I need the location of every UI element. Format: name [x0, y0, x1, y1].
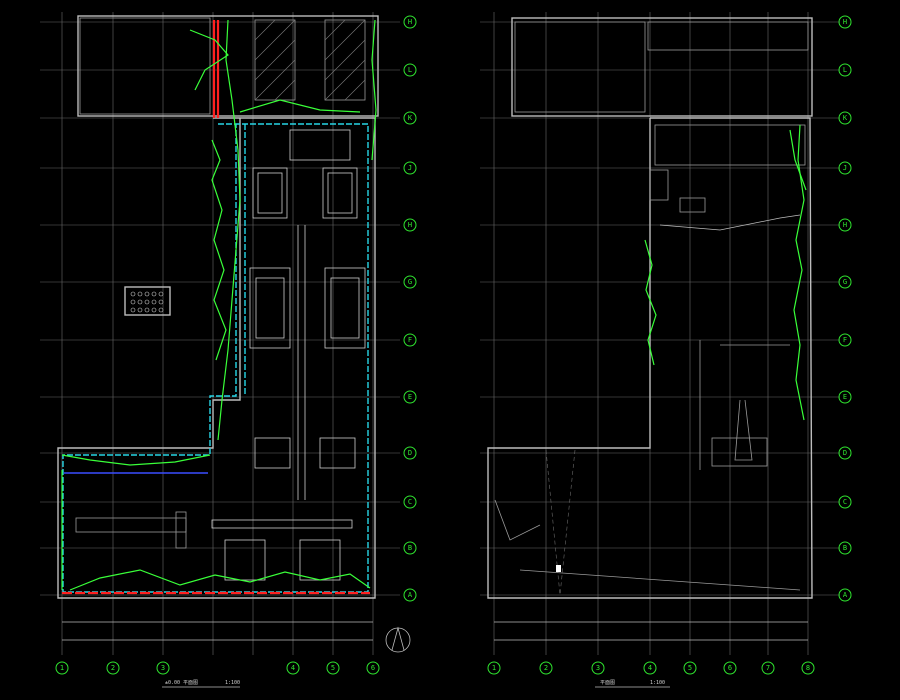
- svg-text:D: D: [843, 449, 847, 457]
- svg-text:J: J: [843, 164, 847, 172]
- left-row-bubble-2: L: [403, 63, 417, 77]
- right-grid-vertical: [493, 12, 809, 655]
- equipment-blocks: [211, 129, 366, 581]
- svg-text:4: 4: [291, 664, 295, 672]
- right-row-bubble-12: A: [838, 588, 852, 602]
- svg-text:C: C: [843, 498, 847, 506]
- right-row-bubble-10: C: [838, 495, 852, 509]
- right-row-bubble-8: E: [838, 390, 852, 404]
- right-row-bubble-7: F: [838, 333, 852, 347]
- svg-text:2: 2: [544, 664, 548, 672]
- svg-text:5: 5: [331, 664, 335, 672]
- svg-text:1: 1: [60, 664, 64, 672]
- svg-text:H: H: [408, 18, 412, 26]
- svg-text:2: 2: [111, 664, 115, 672]
- svg-text:A: A: [408, 591, 413, 599]
- right-row-bubble-9: D: [838, 446, 852, 460]
- right-wiring: [644, 124, 807, 421]
- svg-text:4: 4: [648, 664, 652, 672]
- left-col-bubble-3: 3: [156, 661, 170, 675]
- svg-text:H: H: [843, 221, 847, 229]
- right-floor-plan: H L K J H G F E D C B A 1 2 3 4 5 6 7 8 …: [480, 12, 852, 688]
- right-col-bubble-2: 2: [539, 661, 553, 675]
- svg-text:H: H: [843, 18, 847, 26]
- svg-text:7: 7: [766, 664, 770, 672]
- left-col-bubble-1: 1: [55, 661, 69, 675]
- svg-text:L: L: [408, 66, 412, 74]
- svg-text:G: G: [843, 278, 847, 286]
- left-wiring: [61, 19, 377, 591]
- right-col-bubble-3: 3: [591, 661, 605, 675]
- svg-text:B: B: [408, 544, 412, 552]
- right-col-bubble-1: 1: [487, 661, 501, 675]
- right-row-bubble-1: H: [838, 15, 852, 29]
- svg-text:1: 1: [492, 664, 496, 672]
- svg-text:6: 6: [371, 664, 375, 672]
- right-col-bubble-5: 5: [683, 661, 697, 675]
- left-row-bubble-7: F: [403, 333, 417, 347]
- right-row-bubble-4: J: [838, 161, 852, 175]
- right-row-axis-bubbles: H L K J H G F E D C B A: [838, 15, 852, 602]
- svg-text:C: C: [408, 498, 412, 506]
- svg-text:G: G: [408, 278, 412, 286]
- right-row-bubble-2: L: [838, 63, 852, 77]
- left-plan-title: ±0.00 平面图: [165, 680, 198, 686]
- right-row-bubble-3: K: [838, 111, 852, 125]
- left-floor-plan: H L K J H G F E D C B A 1 2 3 4 5 6 ±: [40, 12, 417, 688]
- left-row-axis-bubbles: H L K J H G F E D C B A: [403, 15, 417, 602]
- left-row-bubble-11: B: [403, 541, 417, 555]
- left-row-bubble-6: G: [403, 275, 417, 289]
- right-col-axis-bubbles: 1 2 3 4 5 6 7 8: [487, 661, 815, 675]
- right-col-bubble-6: 6: [723, 661, 737, 675]
- north-arrow-icon: [385, 626, 411, 653]
- right-row-bubble-6: G: [838, 275, 852, 289]
- svg-text:J: J: [408, 164, 412, 172]
- svg-text:3: 3: [161, 664, 165, 672]
- svg-text:3: 3: [596, 664, 600, 672]
- left-col-axis-bubbles: 1 2 3 4 5 6: [55, 661, 380, 675]
- left-col-bubble-5: 5: [326, 661, 340, 675]
- svg-text:A: A: [843, 591, 848, 599]
- left-row-bubble-1: H: [403, 15, 417, 29]
- right-grid-horizontal: [480, 21, 840, 596]
- right-plan-title: 平面图: [600, 680, 615, 686]
- right-col-bubble-8: 8: [801, 661, 815, 675]
- svg-text:B: B: [843, 544, 847, 552]
- left-row-bubble-5: H: [403, 218, 417, 232]
- right-plan-scale: 1:100: [650, 680, 665, 686]
- svg-text:6: 6: [728, 664, 732, 672]
- right-col-bubble-7: 7: [761, 661, 775, 675]
- left-col-bubble-2: 2: [106, 661, 120, 675]
- svg-text:K: K: [408, 114, 413, 122]
- hatched-shafts: [254, 19, 366, 101]
- left-row-bubble-4: J: [403, 161, 417, 175]
- left-col-bubble-4: 4: [286, 661, 300, 675]
- left-row-bubble-12: A: [403, 588, 417, 602]
- svg-text:E: E: [843, 393, 847, 401]
- left-row-bubble-8: E: [403, 390, 417, 404]
- svg-text:L: L: [843, 66, 847, 74]
- svg-text:K: K: [843, 114, 848, 122]
- left-col-bubble-6: 6: [366, 661, 380, 675]
- svg-text:H: H: [408, 221, 412, 229]
- svg-text:E: E: [408, 393, 412, 401]
- svg-text:D: D: [408, 449, 412, 457]
- left-row-bubble-9: D: [403, 446, 417, 460]
- left-plan-scale: 1:100: [225, 680, 240, 686]
- left-grid-vertical: [61, 12, 374, 655]
- svg-text:5: 5: [688, 664, 692, 672]
- right-col-bubble-4: 4: [643, 661, 657, 675]
- right-row-bubble-5: H: [838, 218, 852, 232]
- svg-text:8: 8: [806, 664, 810, 672]
- left-row-bubble-10: C: [403, 495, 417, 509]
- svg-text:F: F: [408, 336, 412, 344]
- svg-text:F: F: [843, 336, 847, 344]
- left-row-bubble-3: K: [403, 111, 417, 125]
- left-grid-horizontal: [40, 21, 400, 596]
- right-row-bubble-11: B: [838, 541, 852, 555]
